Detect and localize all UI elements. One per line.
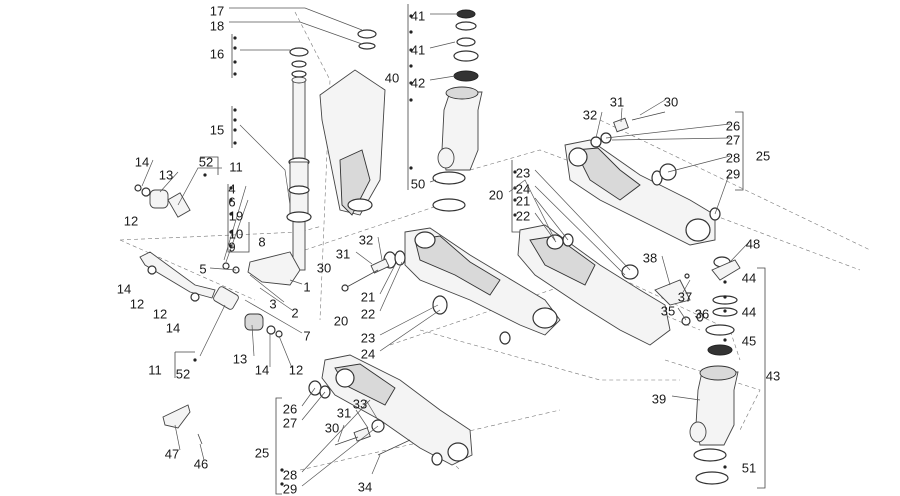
callout-45: 45 xyxy=(742,333,756,348)
callout-17: 17 xyxy=(210,3,224,18)
callout-14: 14 xyxy=(117,281,131,296)
callout-5: 5 xyxy=(199,261,206,276)
tie-rod-assembly xyxy=(134,184,283,338)
callout-52: 52 xyxy=(199,154,213,169)
callout-40: 40 xyxy=(385,70,399,85)
callout-16: 16 xyxy=(210,46,224,61)
callout-14: 14 xyxy=(166,320,180,335)
callout-48: 48 xyxy=(746,236,760,251)
callout-21: 21 xyxy=(516,193,530,208)
callout-18: 18 xyxy=(210,18,224,33)
callout-9: 9 xyxy=(228,239,235,254)
callout-13: 13 xyxy=(233,351,247,366)
callout-21: 21 xyxy=(361,289,375,304)
callout-30: 30 xyxy=(325,420,339,435)
axle-beam-right xyxy=(517,224,671,346)
callout-30: 30 xyxy=(317,260,331,275)
callout-7: 7 xyxy=(303,328,310,343)
callout-8: 8 xyxy=(258,234,265,249)
pivot-cylinder-right xyxy=(654,256,741,485)
callout-32: 32 xyxy=(359,232,373,247)
callout-47: 47 xyxy=(165,446,179,461)
callout-41: 41 xyxy=(411,42,425,57)
callout-33: 33 xyxy=(353,396,367,411)
callout-23: 23 xyxy=(516,165,530,180)
callout-13: 13 xyxy=(159,167,173,182)
upper-housing xyxy=(564,111,721,246)
callout-44: 44 xyxy=(742,304,756,319)
callout-35: 35 xyxy=(661,303,675,318)
callout-24: 24 xyxy=(516,181,530,196)
callout-11: 11 xyxy=(148,362,162,377)
callout-38: 38 xyxy=(643,250,657,265)
callout-15: 15 xyxy=(210,122,224,137)
callout-28: 28 xyxy=(283,467,297,482)
callout-6: 6 xyxy=(228,194,235,209)
callout-30: 30 xyxy=(664,94,678,109)
callout-41: 41 xyxy=(411,8,425,23)
callout-12: 12 xyxy=(130,296,144,311)
callout-43: 43 xyxy=(766,368,780,383)
small-bracket xyxy=(162,404,203,445)
callout-31: 31 xyxy=(337,405,351,420)
callout-37: 37 xyxy=(678,289,692,304)
callout-25: 25 xyxy=(756,148,770,163)
callout-27: 27 xyxy=(283,415,297,430)
callout-12: 12 xyxy=(289,362,303,377)
callout-14: 14 xyxy=(255,362,269,377)
callout-19: 19 xyxy=(229,208,243,223)
callout-1: 1 xyxy=(303,279,310,294)
callout-42: 42 xyxy=(411,75,425,90)
callout-10: 10 xyxy=(229,226,243,241)
pivot-cylinder-top xyxy=(432,9,483,212)
callout-25: 25 xyxy=(255,445,269,460)
callout-50: 50 xyxy=(411,176,425,191)
callout-46: 46 xyxy=(194,456,208,471)
callout-27: 27 xyxy=(726,132,740,147)
callout-39: 39 xyxy=(652,391,666,406)
callout-31: 31 xyxy=(610,94,624,109)
callout-20: 20 xyxy=(489,187,503,202)
callout-52: 52 xyxy=(176,366,190,381)
callout-29: 29 xyxy=(283,481,297,496)
callout-12: 12 xyxy=(153,306,167,321)
callout-31: 31 xyxy=(336,246,350,261)
callout-2: 2 xyxy=(291,305,298,320)
callout-20: 20 xyxy=(334,313,348,328)
leader-lines xyxy=(141,7,750,487)
kingpin-assembly xyxy=(247,29,386,286)
callout-22: 22 xyxy=(361,306,375,321)
lower-housing xyxy=(308,354,473,466)
callout-12: 12 xyxy=(124,213,138,228)
callout-26: 26 xyxy=(726,118,740,133)
callout-26: 26 xyxy=(283,401,297,416)
callout-51: 51 xyxy=(742,460,756,475)
callout-3: 3 xyxy=(269,296,276,311)
callout-36: 36 xyxy=(695,306,709,321)
callout-4: 4 xyxy=(228,181,235,196)
callout-24: 24 xyxy=(361,346,375,361)
group-brackets xyxy=(174,4,766,495)
callout-32: 32 xyxy=(583,107,597,122)
callout-34: 34 xyxy=(358,479,372,494)
callout-14: 14 xyxy=(135,154,149,169)
callout-22: 22 xyxy=(516,208,530,223)
callout-29: 29 xyxy=(726,166,740,181)
callout-28: 28 xyxy=(726,150,740,165)
front-axle-beam xyxy=(341,227,561,345)
callout-23: 23 xyxy=(361,330,375,345)
callout-44: 44 xyxy=(742,270,756,285)
callout-11: 11 xyxy=(229,159,243,174)
